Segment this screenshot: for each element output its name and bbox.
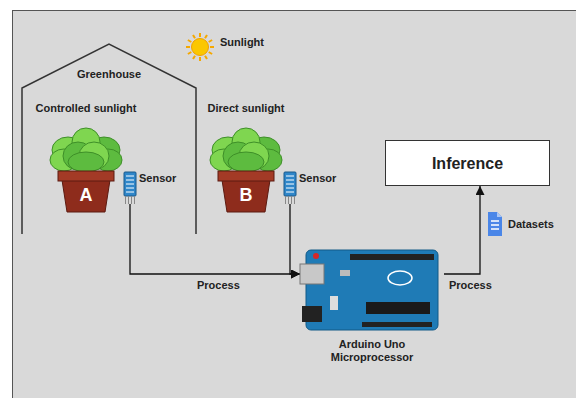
sensor-label: Sensor [139, 172, 176, 185]
sensor-node: Sensor [282, 170, 342, 204]
board-node: Arduino Uno Microprocessor [300, 246, 444, 368]
plant-node: Direct sunlightB [196, 100, 296, 214]
edge-label: Process [195, 279, 242, 292]
plant-node: Controlled sunlightA [30, 100, 142, 214]
pot-letter: B [196, 185, 296, 205]
document-icon [486, 210, 504, 240]
arduino-board [300, 246, 444, 336]
sensor-icon [122, 170, 138, 204]
greenhouse-label: Greenhouse [22, 68, 196, 81]
sun-icon [186, 30, 216, 64]
plant-heading: Direct sunlight [196, 102, 296, 115]
pot-letter: A [30, 185, 142, 205]
connector-arrow [130, 204, 300, 274]
sunlight-label: Sunlight [220, 36, 264, 49]
house-node: Controlled sunlightASensor Greenhouse [22, 44, 196, 234]
plant-heading: Controlled sunlight [30, 102, 142, 115]
sensor-icon [282, 170, 298, 204]
sensor-label: Sensor [299, 172, 336, 185]
sun-node: Sunlight [186, 30, 276, 64]
inference-box-label: Inference [432, 154, 503, 173]
connector-arrow [444, 186, 480, 274]
edge-label: Process [447, 279, 494, 292]
board-label: Arduino Uno Microprocessor [300, 338, 444, 364]
datasets-label: Datasets [508, 218, 554, 231]
sensor-node: Sensor [122, 170, 182, 204]
doc-node: Datasets [486, 210, 568, 240]
connector-arrow [290, 204, 300, 274]
box-node: Inference [385, 140, 550, 186]
